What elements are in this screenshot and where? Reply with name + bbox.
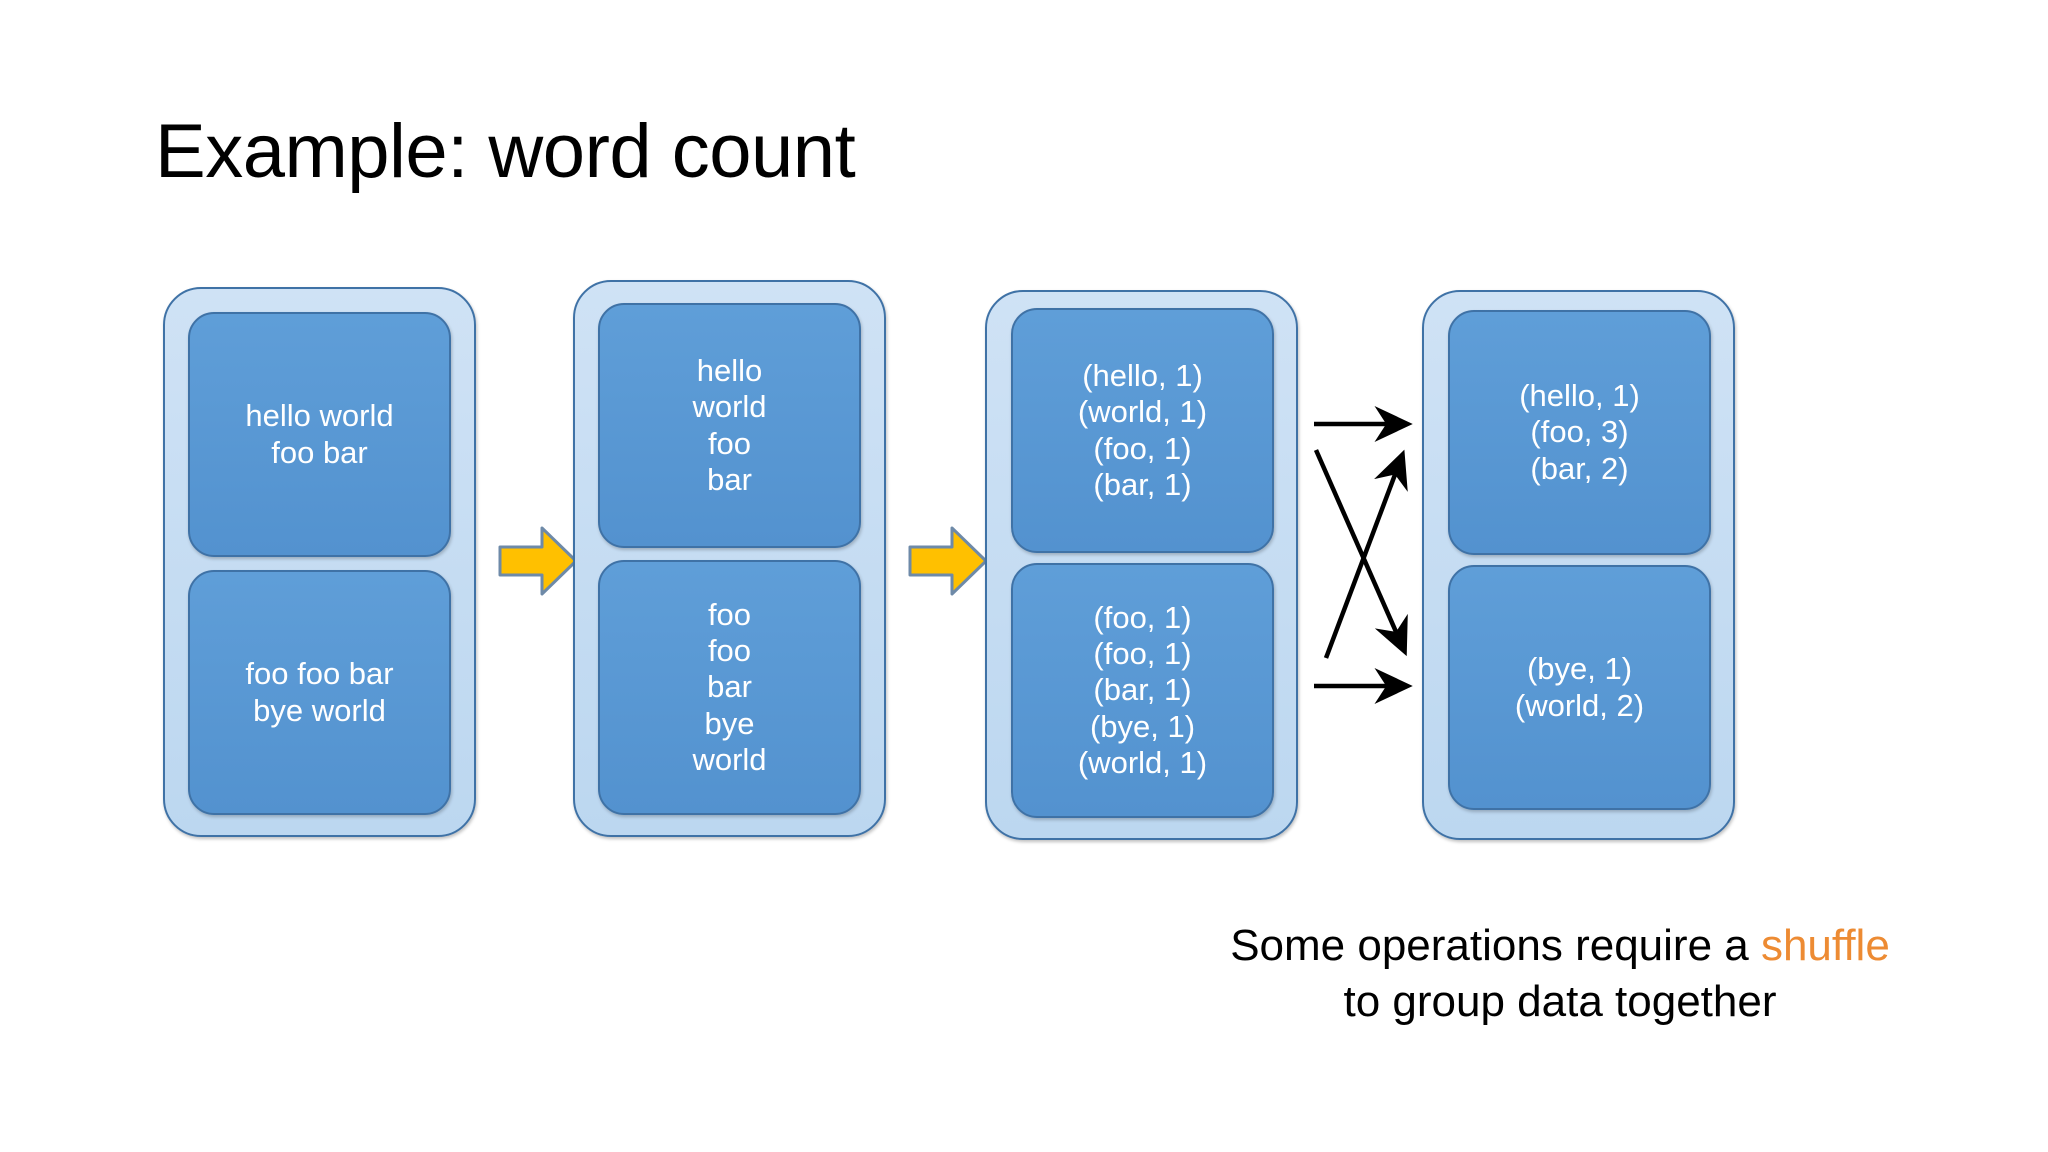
caption-line1-before: Some operations require a [1230,921,1761,970]
stage-flatmap-card-1[interactable]: hello world foo bar [598,303,861,548]
stage-input-card-2-text: foo foo bar bye world [245,656,394,728]
caption: Some operations require a shuffle to gro… [1150,918,1970,1030]
shuffle-line-cross-down [1313,449,1408,657]
stage-reduce-card-2-text: (bye, 1) (world, 2) [1514,651,1645,723]
stage-reduce-card-2[interactable]: (bye, 1) (world, 2) [1448,565,1711,810]
shuffle-arrows [1313,406,1413,704]
page-title: Example: word count [155,109,856,194]
stage-input-card-1[interactable]: hello world foo bar [188,312,451,557]
stage-pairs-card-2-text: (foo, 1) (foo, 1) (bar, 1) (bye, 1) (wor… [1077,599,1208,780]
arrow-stage2-to-stage3 [908,525,988,597]
stage-reduce-card-1[interactable]: (hello, 1) (foo, 3) (bar, 2) [1448,310,1711,555]
caption-highlight-shuffle: shuffle [1760,921,1890,970]
arrow-stage1-to-stage2 [498,525,578,597]
stage-flatmap-card-2[interactable]: foo foo bar bye world [598,560,861,815]
stage-flatmap-card-1-text: hello world foo bar [692,352,767,497]
stage-pairs-card-1[interactable]: (hello, 1) (world, 1) (foo, 1) (bar, 1) [1011,308,1274,553]
stage-pairs-card-2[interactable]: (foo, 1) (foo, 1) (bar, 1) (bye, 1) (wor… [1011,563,1274,818]
stage-pairs-card-1-text: (hello, 1) (world, 1) (foo, 1) (bar, 1) [1077,357,1208,502]
stage-input-card-1-text: hello world foo bar [245,398,394,470]
stage-input-card-2[interactable]: foo foo bar bye world [188,570,451,815]
stage-flatmap-card-2-text: foo foo bar bye world [692,596,767,777]
caption-line2: to group data together [1343,976,1777,1026]
stage-reduce-card-1-text: (hello, 1) (foo, 3) (bar, 2) [1519,378,1640,486]
